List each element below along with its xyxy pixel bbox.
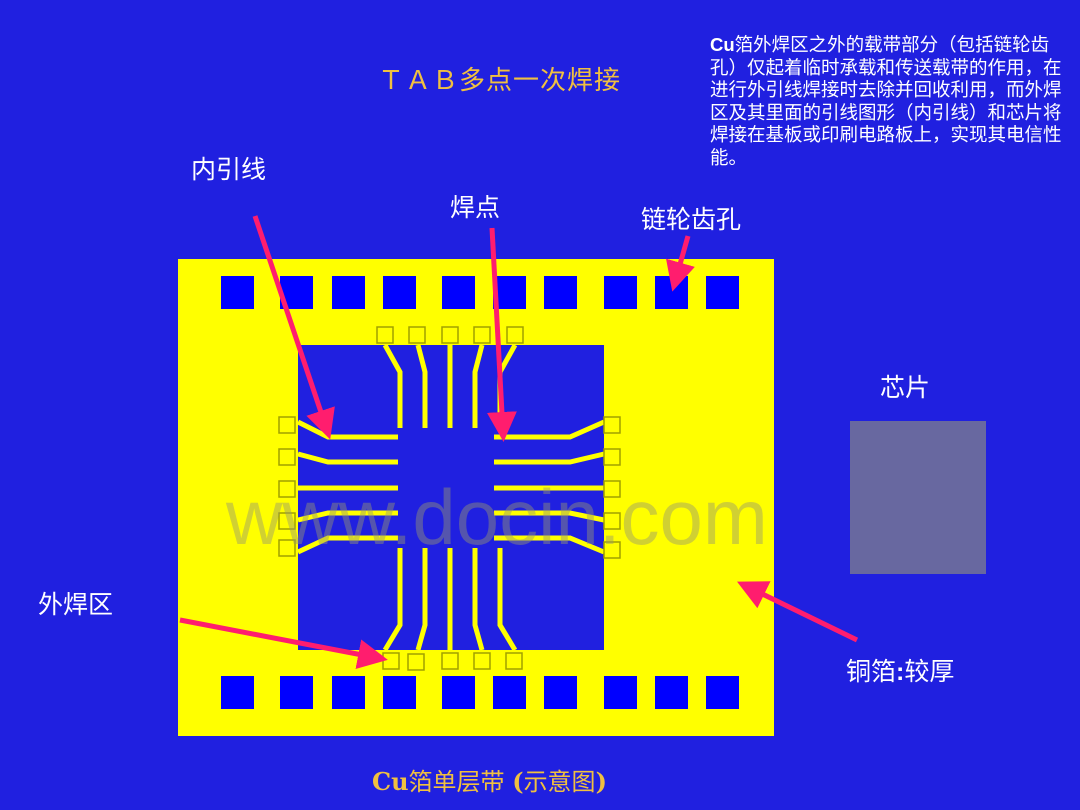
slide-title: ＴＡＢ多点一次焊接 [378,66,622,96]
caption-text: 箔单层带 [408,768,513,796]
bond-pad [505,652,523,670]
copper-foil-text: 铜箔 [846,657,897,686]
sprocket-hole [383,276,416,309]
lead-top [472,344,485,428]
label-sprocket-hole: 链轮齿孔 [641,205,742,234]
bond-pad [603,541,621,559]
label-copper-foil: 铜箔:较厚 [846,652,954,688]
bond-pad [506,326,524,344]
description-cu: Cu [710,34,735,55]
caption-cu: Cu [372,767,409,796]
sprocket-hole [706,276,739,309]
sprocket-hole [706,676,739,709]
sprocket-hole [383,676,416,709]
sprocket-hole [442,276,475,309]
sprocket-hole [332,676,365,709]
bond-pad [441,652,459,670]
arrow-outer-bond-area [179,617,388,669]
lead-right [494,419,606,440]
sprocket-hole [221,276,254,309]
lead-right [494,510,605,523]
arrow-sprocket-hole [666,235,695,292]
bond-pad [441,326,459,344]
arrow-bond-point [486,227,517,442]
copper-foil-suffix: 较厚 [904,657,955,686]
arrow-inner-lead [252,215,335,440]
figure-caption: Cu箔单层带 (示意图) [372,762,607,797]
bond-pad [407,653,425,671]
label-chip: 芯片 [880,373,931,402]
lead-bottom [497,548,518,652]
bond-pad [278,512,296,530]
bottom-sprocket-holes [221,676,739,709]
lead-pattern [296,343,606,652]
bond-pad [278,480,296,498]
lead-top [415,344,428,428]
sprocket-hole [280,676,313,709]
annotation-arrows [179,215,859,669]
watermark: www.docin.com [226,473,768,561]
label-inner-lead: 内引线 [191,155,267,184]
sprocket-hole [332,276,365,309]
bond-pad [603,448,621,466]
bond-pad [473,652,491,670]
bond-pad [408,326,426,344]
bond-pad [603,416,621,434]
sprocket-hole [544,276,577,309]
lead-left [296,535,398,555]
sprocket-hole [221,676,254,709]
lead-left [297,451,398,465]
label-bond-point: 焊点 [450,193,501,222]
sprocket-hole [655,676,688,709]
lead-bottom [415,548,428,651]
arrow-copper-foil [737,581,859,643]
bond-pad [376,326,394,344]
sprocket-hole [442,676,475,709]
lead-top [382,343,403,428]
bond-pad [603,480,621,498]
bond-pad [278,448,296,466]
sprocket-hole [604,276,637,309]
lead-bottom [382,548,403,652]
description-text: Cu箔外焊区之外的载带部分（包括链轮齿孔）仅起着临时承载和传送载带的作用，在进行… [710,34,1062,170]
lead-right [494,451,605,465]
chip-block [850,421,986,574]
sprocket-hole [493,676,526,709]
bond-pad [278,416,296,434]
label-outer-bond-area: 外焊区 [38,590,114,619]
lead-bottom [472,548,485,651]
bond-pad [278,539,296,557]
sprocket-hole [604,676,637,709]
caption-paren-text: 示意图 [523,768,596,796]
bond-pad [382,652,400,670]
description-body: 箔外焊区之外的载带部分（包括链轮齿孔）仅起着临时承载和传送载带的作用，在进行外引… [710,35,1062,169]
copper-foil-colon: : [896,658,905,686]
sprocket-hole [544,676,577,709]
lead-left [297,510,398,523]
bond-pad [603,512,621,530]
caption-paren-close: ) [595,767,607,796]
sprocket-hole [655,276,688,309]
bond-pad [473,326,491,344]
lead-right [494,535,605,555]
outer-bond-pads [278,326,621,671]
caption-paren-open: ( [512,767,524,796]
